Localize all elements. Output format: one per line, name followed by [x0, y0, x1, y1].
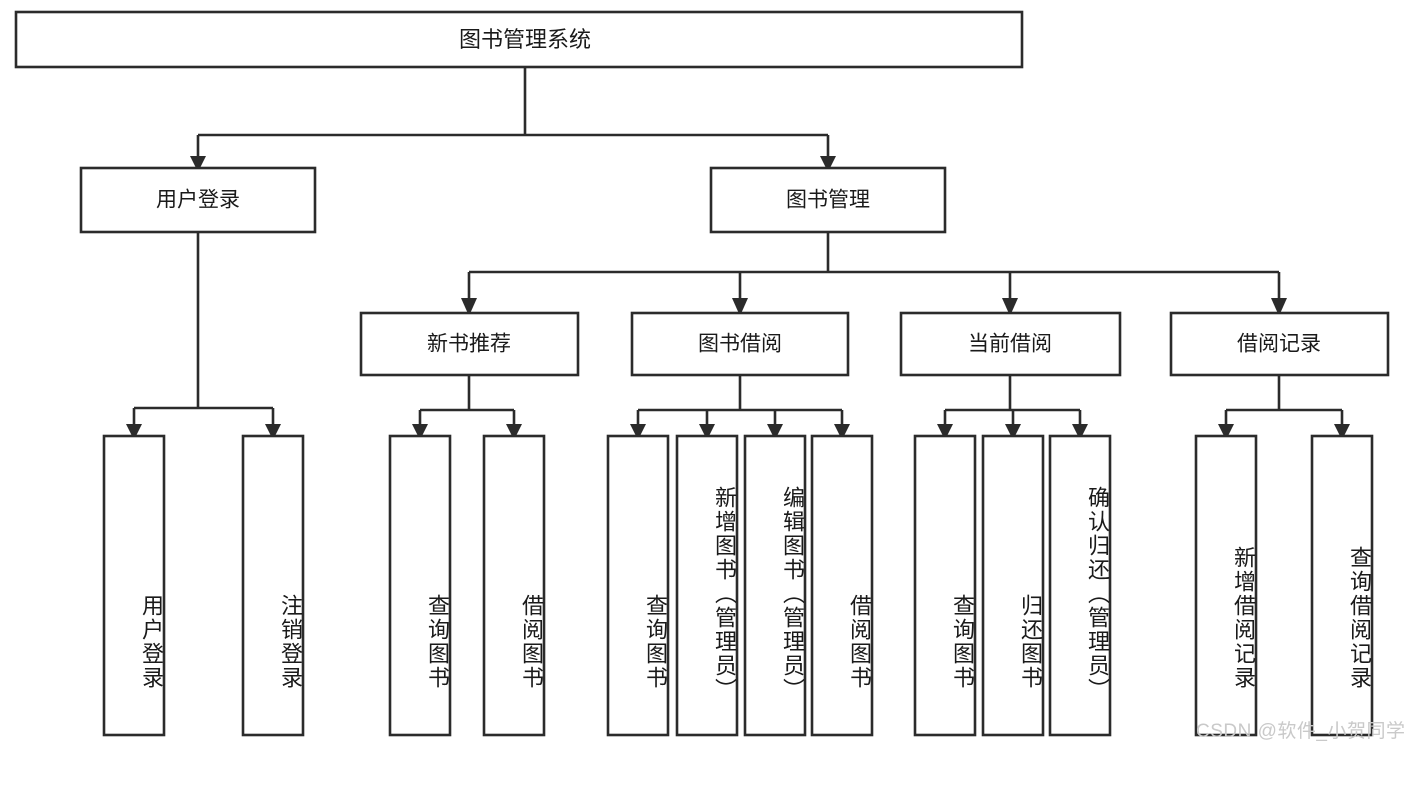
arrowhead-leaf-query-borrow-record [1334, 424, 1350, 440]
arrowhead-leaf-logout [265, 424, 281, 440]
node-borrow-record[interactable]: 借阅记录 [1169, 311, 1390, 377]
arrowhead-leaf-query-book-recommend [412, 424, 428, 440]
leaf-add-book-admin-box[interactable] [675, 434, 739, 737]
arrowhead-book-borrow [732, 298, 748, 316]
node-book-management[interactable]: 图书管理 [709, 166, 947, 234]
arrowhead-leaf-borrow-book-recommend [506, 424, 522, 440]
node-book-borrow[interactable]: 图书借阅 [630, 311, 850, 377]
new-book-recommend-label: 新书推荐 [427, 333, 511, 356]
connector-book-borrow-to-leaves [636, 375, 844, 426]
leaf-add-borrow-record-box[interactable] [1194, 434, 1258, 737]
arrowhead-new-book-recommend [461, 298, 477, 316]
root-box[interactable] [14, 10, 1024, 69]
book-borrow-box[interactable] [630, 311, 850, 377]
leaf-query-book-recommend-box[interactable] [388, 434, 452, 737]
node-user-login[interactable]: 用户登录 [79, 166, 317, 234]
leaf-box-layer [102, 434, 1374, 737]
arrowhead-leaf-return-book [1005, 424, 1021, 440]
user-login-box[interactable] [79, 166, 317, 234]
arrowhead-leaf-user-login [126, 424, 142, 440]
root-label: 图书管理系统 [459, 27, 591, 52]
arrowhead-leaf-confirm-return-admin [1072, 424, 1088, 440]
node-new-book-recommend[interactable]: 新书推荐 [359, 311, 580, 377]
arrowhead-leaf-borrow-book [834, 424, 850, 440]
borrow-record-label: 借阅记录 [1237, 333, 1321, 356]
leaf-query-book-current-box[interactable] [913, 434, 977, 737]
arrowhead-leaf-query-book-current [937, 424, 953, 440]
arrowhead-borrow-record [1271, 298, 1287, 316]
node-root[interactable]: 图书管理系统 [14, 10, 1024, 69]
leaf-borrow-book-box[interactable] [810, 434, 874, 737]
connector-borrow-record-to-leaves [1224, 375, 1344, 426]
user-login-label: 用户登录 [156, 189, 240, 212]
connector-book-management-to-level3 [467, 232, 1281, 300]
leaf-query-borrow-record-box[interactable] [1310, 434, 1374, 737]
leaf-borrow-book-recommend-box[interactable] [482, 434, 546, 737]
connector-user-login-to-leaves [132, 232, 275, 426]
book-management-box[interactable] [709, 166, 947, 234]
arrowhead-leaf-add-book-admin [699, 424, 715, 440]
csdn-watermark: CSDN @软件_小贺同学 [1196, 721, 1405, 742]
connector-layer [126, 67, 1350, 440]
current-borrow-box[interactable] [899, 311, 1122, 377]
diagram-canvas: 图书管理系统 用户登录 图书管理 新书推荐 图书借阅 当前借阅 借阅记录 [14, 10, 1390, 737]
leaf-confirm-return-admin-box[interactable] [1048, 434, 1112, 737]
book-management-label: 图书管理 [786, 189, 870, 212]
current-borrow-label: 当前借阅 [968, 333, 1052, 356]
connector-current-borrow-to-leaves [943, 375, 1082, 426]
leaf-user-login-box[interactable] [102, 434, 166, 737]
new-book-recommend-box[interactable] [359, 311, 580, 377]
leaf-return-book-box[interactable] [981, 434, 1045, 737]
arrowhead-leaf-edit-book-admin [767, 424, 783, 440]
arrowhead-leaf-query-book-borrow [630, 424, 646, 440]
functional-structure-diagram: 图书管理系统 用户登录 图书管理 新书推荐 图书借阅 当前借阅 借阅记录 [14, 10, 1405, 742]
leaf-logout-box[interactable] [241, 434, 305, 737]
book-borrow-label: 图书借阅 [698, 333, 782, 356]
leaf-query-book-borrow-box[interactable] [606, 434, 670, 737]
node-current-borrow[interactable]: 当前借阅 [899, 311, 1122, 377]
borrow-record-box[interactable] [1169, 311, 1390, 377]
arrowhead-current-borrow [1002, 298, 1018, 316]
connector-new-book-recommend-to-leaves [418, 375, 516, 426]
leaf-edit-book-admin-box[interactable] [743, 434, 807, 737]
arrowhead-book-management [820, 156, 836, 172]
connector-root-to-level2 [196, 67, 830, 158]
arrowhead-user-login [190, 156, 206, 172]
arrowhead-leaf-add-borrow-record [1218, 424, 1234, 440]
